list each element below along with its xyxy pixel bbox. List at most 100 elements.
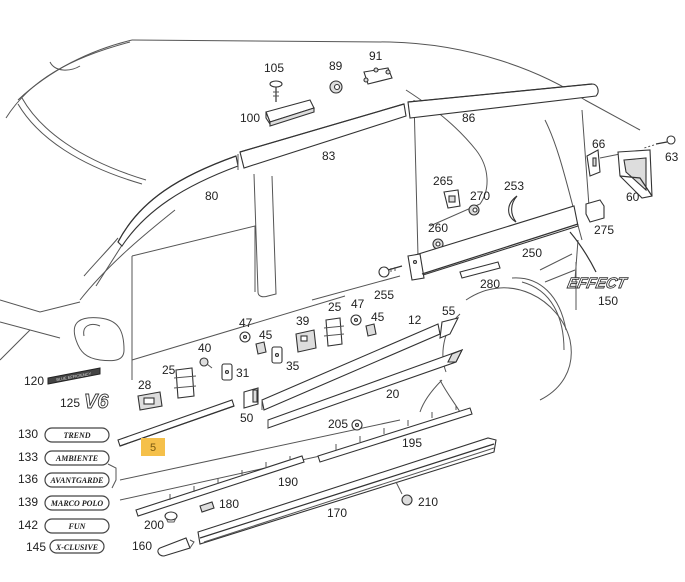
clip-rail-195[interactable]	[317, 406, 473, 463]
label-55[interactable]: 55	[442, 304, 456, 318]
label-190[interactable]: 190	[278, 475, 298, 489]
label-200[interactable]: 200	[144, 518, 164, 532]
label-255[interactable]: 255	[374, 288, 394, 302]
highlight-marker-5[interactable]: 5	[141, 438, 165, 456]
badge-ambiente[interactable]: 133 AMBIENTE	[18, 450, 110, 466]
label-20[interactable]: 20	[386, 387, 400, 401]
label-63[interactable]: 63	[665, 150, 679, 164]
svg-text:139: 139	[18, 495, 38, 509]
screw-45-left[interactable]	[255, 341, 267, 355]
label-150[interactable]: 150	[598, 294, 618, 308]
clip-25-left[interactable]	[173, 367, 197, 399]
label-105[interactable]: 105	[264, 61, 284, 75]
clip-rail-190[interactable]	[135, 455, 305, 517]
screw-63[interactable]	[643, 135, 676, 149]
label-86[interactable]: 86	[462, 111, 476, 125]
label-25-right[interactable]: 25	[328, 300, 342, 314]
label-253[interactable]: 253	[504, 179, 524, 193]
label-40[interactable]: 40	[198, 341, 212, 355]
emblem-effect[interactable]: EFFECT	[565, 275, 630, 293]
roof-trim-80[interactable]	[117, 155, 239, 247]
clip-253[interactable]	[508, 195, 518, 223]
washer-205[interactable]	[351, 419, 363, 431]
svg-text:MARCO POLO: MARCO POLO	[50, 499, 103, 508]
trim-280[interactable]	[459, 261, 501, 279]
clip-91[interactable]	[363, 67, 393, 85]
badge-marco-polo[interactable]: 139 MARCO POLO	[18, 495, 110, 511]
label-12[interactable]: 12	[408, 313, 422, 327]
roof-trim-83[interactable]	[237, 103, 407, 170]
badge-fun[interactable]: 142 FUN	[18, 518, 110, 534]
label-270[interactable]: 270	[470, 189, 490, 203]
label-205[interactable]: 205	[328, 417, 348, 431]
bracket-60[interactable]	[617, 149, 653, 199]
molding-5[interactable]	[117, 399, 235, 447]
nut-270[interactable]	[468, 204, 480, 216]
washer-47-right[interactable]	[350, 314, 362, 326]
plate-31[interactable]	[221, 363, 233, 381]
clip-25-right[interactable]	[323, 317, 345, 347]
roof-trim-86[interactable]	[407, 83, 599, 119]
label-125[interactable]: 125	[60, 396, 80, 410]
label-120[interactable]: 120	[24, 374, 44, 388]
label-180[interactable]: 180	[219, 497, 239, 511]
label-60[interactable]: 60	[626, 190, 640, 204]
label-50[interactable]: 50	[240, 411, 254, 425]
cap-275[interactable]	[585, 199, 605, 223]
label-66[interactable]: 66	[592, 137, 606, 151]
plate-35[interactable]	[271, 346, 283, 364]
label-28[interactable]: 28	[138, 378, 152, 392]
label-91[interactable]: 91	[369, 49, 383, 63]
label-170[interactable]: 170	[327, 506, 347, 520]
badge-trend[interactable]: 130 TREND	[18, 427, 110, 443]
plug-200[interactable]	[164, 511, 178, 523]
label-25-left[interactable]: 25	[162, 363, 176, 377]
grommet-89[interactable]	[329, 80, 343, 94]
screw-255[interactable]	[378, 265, 403, 278]
clip-66[interactable]	[586, 149, 601, 177]
end-cap-55[interactable]	[439, 317, 460, 339]
label-265[interactable]: 265	[433, 174, 453, 188]
label-47-left[interactable]: 47	[239, 316, 253, 330]
label-83[interactable]: 83	[322, 149, 336, 163]
clip-39[interactable]	[295, 329, 317, 353]
block-100[interactable]	[265, 99, 315, 127]
screw-45-right[interactable]	[365, 323, 377, 337]
leader-66	[599, 153, 621, 159]
sill-trim-170[interactable]	[197, 437, 497, 545]
nut-210[interactable]	[395, 481, 413, 506]
end-cap-160[interactable]	[157, 537, 195, 557]
label-250[interactable]: 250	[522, 246, 542, 260]
washer-47-left[interactable]	[239, 331, 251, 343]
clip-265[interactable]	[443, 189, 461, 209]
screw-105[interactable]	[269, 80, 283, 102]
grommet-40[interactable]	[199, 357, 213, 369]
label-47-right[interactable]: 47	[351, 297, 365, 311]
svg-text:AMBIENTE: AMBIENTE	[55, 454, 98, 463]
label-35[interactable]: 35	[286, 359, 300, 373]
molding-20[interactable]	[267, 348, 464, 429]
badge-x-clusive[interactable]: 145 X-CLUSIVE	[26, 539, 105, 554]
clip-28[interactable]	[137, 391, 163, 411]
label-195[interactable]: 195	[402, 436, 422, 450]
label-31[interactable]: 31	[236, 366, 250, 380]
spacer-50[interactable]	[243, 387, 259, 409]
label-45-left[interactable]: 45	[259, 328, 273, 342]
emblem-120[interactable]: BLUE EFFICIENCY	[47, 367, 101, 385]
label-275[interactable]: 275	[594, 223, 614, 237]
highlight-label: 5	[150, 442, 156, 454]
label-80[interactable]: 80	[205, 189, 219, 203]
label-260[interactable]: 260	[428, 221, 448, 235]
emblem-v6[interactable]: V6	[84, 391, 110, 414]
label-39[interactable]: 39	[296, 314, 310, 328]
clip-180[interactable]	[199, 501, 215, 513]
label-210[interactable]: 210	[418, 495, 438, 509]
rear-trim-250[interactable]	[407, 205, 579, 281]
badge-bracket	[107, 463, 117, 489]
label-45-right[interactable]: 45	[371, 310, 385, 324]
label-100[interactable]: 100	[240, 111, 260, 125]
badge-avantgarde[interactable]: 136 AVANTGARDE	[18, 472, 110, 488]
label-280[interactable]: 280	[480, 277, 500, 291]
label-89[interactable]: 89	[329, 59, 343, 73]
label-160[interactable]: 160	[132, 539, 152, 553]
